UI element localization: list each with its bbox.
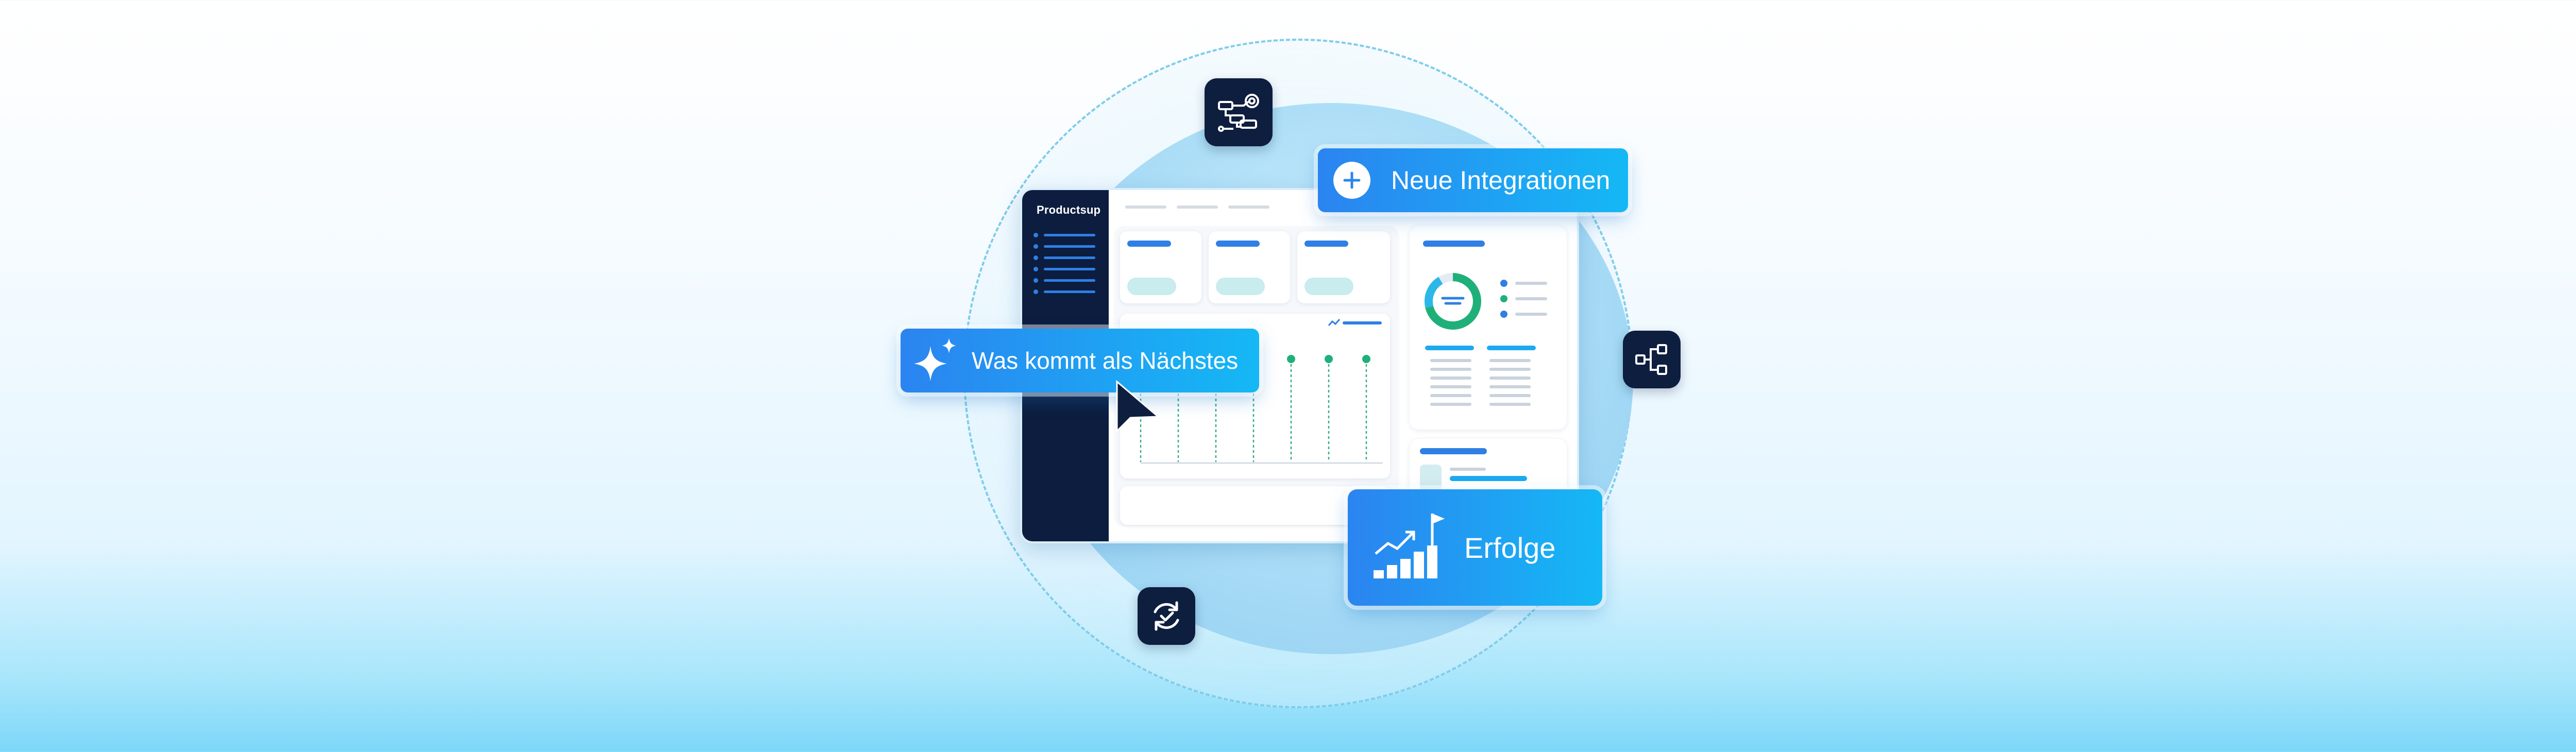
table-line xyxy=(1489,385,1531,388)
brand-logo: Productsup xyxy=(1037,203,1101,216)
sidebar-item-icon xyxy=(1033,244,1038,249)
info-card-line xyxy=(1450,468,1486,471)
table-line xyxy=(1489,377,1531,380)
trend-icon xyxy=(1328,319,1341,326)
success-label: Erfolge xyxy=(1348,489,1602,606)
table-line xyxy=(1430,394,1471,397)
sidebar-item-icon xyxy=(1033,267,1038,271)
sidebar-item-icon xyxy=(1033,255,1038,260)
sidebar-item xyxy=(1044,290,1095,293)
bottom-card xyxy=(1120,486,1390,525)
sidebar-item-icon xyxy=(1033,233,1038,237)
stat-card-value xyxy=(1216,278,1265,295)
legend-label xyxy=(1515,282,1547,285)
donut-card xyxy=(1410,226,1567,430)
breadcrumb xyxy=(1177,206,1218,209)
sidebar-item xyxy=(1044,245,1095,248)
table-line xyxy=(1430,359,1471,362)
stat-card-title xyxy=(1127,241,1171,247)
legend-dot xyxy=(1500,295,1507,302)
column-header xyxy=(1425,346,1474,350)
table-line xyxy=(1489,394,1531,397)
legend-dot xyxy=(1500,280,1507,287)
new-integrations-text: Neue Integrationen xyxy=(1391,166,1611,195)
plus-icon xyxy=(1333,162,1370,199)
table-line xyxy=(1430,368,1471,371)
legend-label xyxy=(1515,297,1547,300)
info-card-title xyxy=(1420,448,1487,454)
table-line xyxy=(1430,377,1471,380)
stat-card-title xyxy=(1304,241,1348,247)
table-line xyxy=(1489,403,1531,406)
donut-card-title xyxy=(1423,241,1485,247)
sparkle-icon xyxy=(914,338,956,381)
chart-point xyxy=(1325,355,1333,363)
table-line xyxy=(1489,359,1531,362)
table-line xyxy=(1430,403,1471,406)
success-text: Erfolge xyxy=(1464,531,1556,564)
legend-label xyxy=(1515,313,1547,316)
stat-card xyxy=(1297,231,1390,303)
sidebar-item xyxy=(1044,279,1095,282)
network-branch-icon xyxy=(1623,331,1681,388)
stat-card-title xyxy=(1216,241,1260,247)
workflow-target-icon xyxy=(1205,78,1273,146)
table-line xyxy=(1430,385,1471,388)
dashboard-mockup: Productsup xyxy=(1020,188,1579,543)
sidebar-item xyxy=(1044,257,1095,259)
stat-card xyxy=(1120,231,1201,303)
whats-next-text: Was kommt als Nächstes xyxy=(972,347,1239,374)
sidebar-item-icon xyxy=(1033,289,1038,294)
breadcrumb xyxy=(1228,206,1269,209)
sync-check-icon xyxy=(1138,587,1195,645)
stat-card-value xyxy=(1127,278,1176,295)
cursor-arrow-icon xyxy=(1116,380,1160,433)
sidebar-item xyxy=(1044,268,1095,270)
new-integrations-label: Neue Integrationen xyxy=(1318,148,1628,212)
breadcrumb xyxy=(1125,206,1166,209)
stat-card xyxy=(1209,231,1290,303)
chart-point xyxy=(1362,355,1370,363)
sidebar-item xyxy=(1044,234,1095,236)
donut-chart xyxy=(1425,273,1481,330)
table-line xyxy=(1489,368,1531,371)
growth-flag-icon xyxy=(1374,514,1445,578)
column-header xyxy=(1487,346,1536,350)
sidebar-item-icon xyxy=(1033,278,1038,283)
legend-dot xyxy=(1500,311,1507,318)
stat-card-value xyxy=(1304,278,1353,295)
chart-point xyxy=(1287,355,1295,363)
whats-next-label: Was kommt als Nächstes xyxy=(901,329,1259,392)
info-card-progress xyxy=(1450,476,1527,481)
